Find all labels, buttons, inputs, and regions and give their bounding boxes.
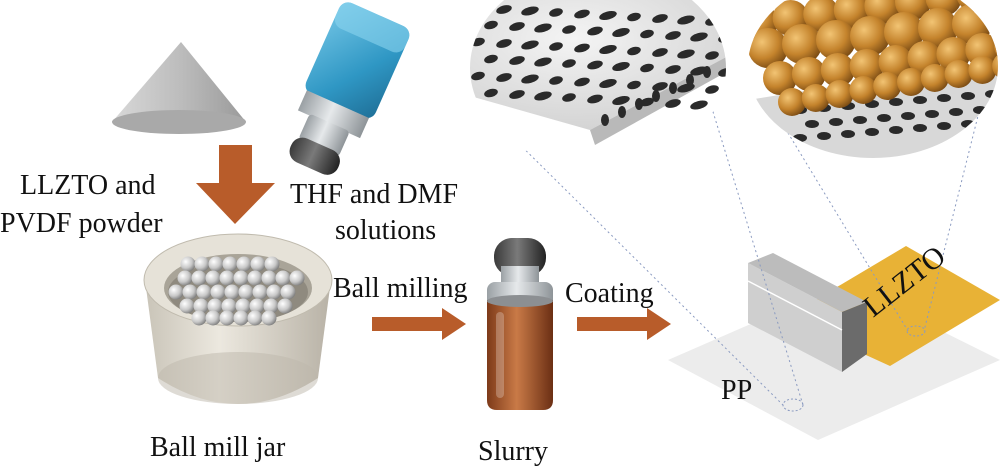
llzto-particles-zoom [748, 0, 998, 158]
coating-setup [668, 246, 1000, 440]
arrow-to-coating-icon [577, 308, 671, 340]
pp-label: PP [721, 375, 752, 406]
powder-cone-icon [112, 42, 246, 134]
milling-balls [168, 256, 305, 326]
pp-membrane-zoom [470, 0, 726, 168]
powder-label-line1: LLZTO and [20, 170, 156, 201]
solvent-label-line1: THF and DMF [290, 179, 458, 210]
solvent-vial-icon [289, 2, 410, 175]
down-arrow-icon [196, 145, 275, 224]
powder-label-line2: PVDF powder [0, 208, 163, 239]
ball-mill-jar-icon [143, 233, 333, 404]
ball-milling-label: Ball milling [333, 273, 468, 304]
slurry-vial-icon [487, 238, 553, 410]
solvent-label-line2: solutions [335, 215, 436, 246]
coating-label: Coating [565, 278, 654, 309]
arrow-to-slurry-icon [372, 308, 466, 340]
doctor-blade-icon [747, 253, 867, 372]
slurry-label: Slurry [478, 436, 548, 467]
jar-label: Ball mill jar [150, 432, 286, 463]
